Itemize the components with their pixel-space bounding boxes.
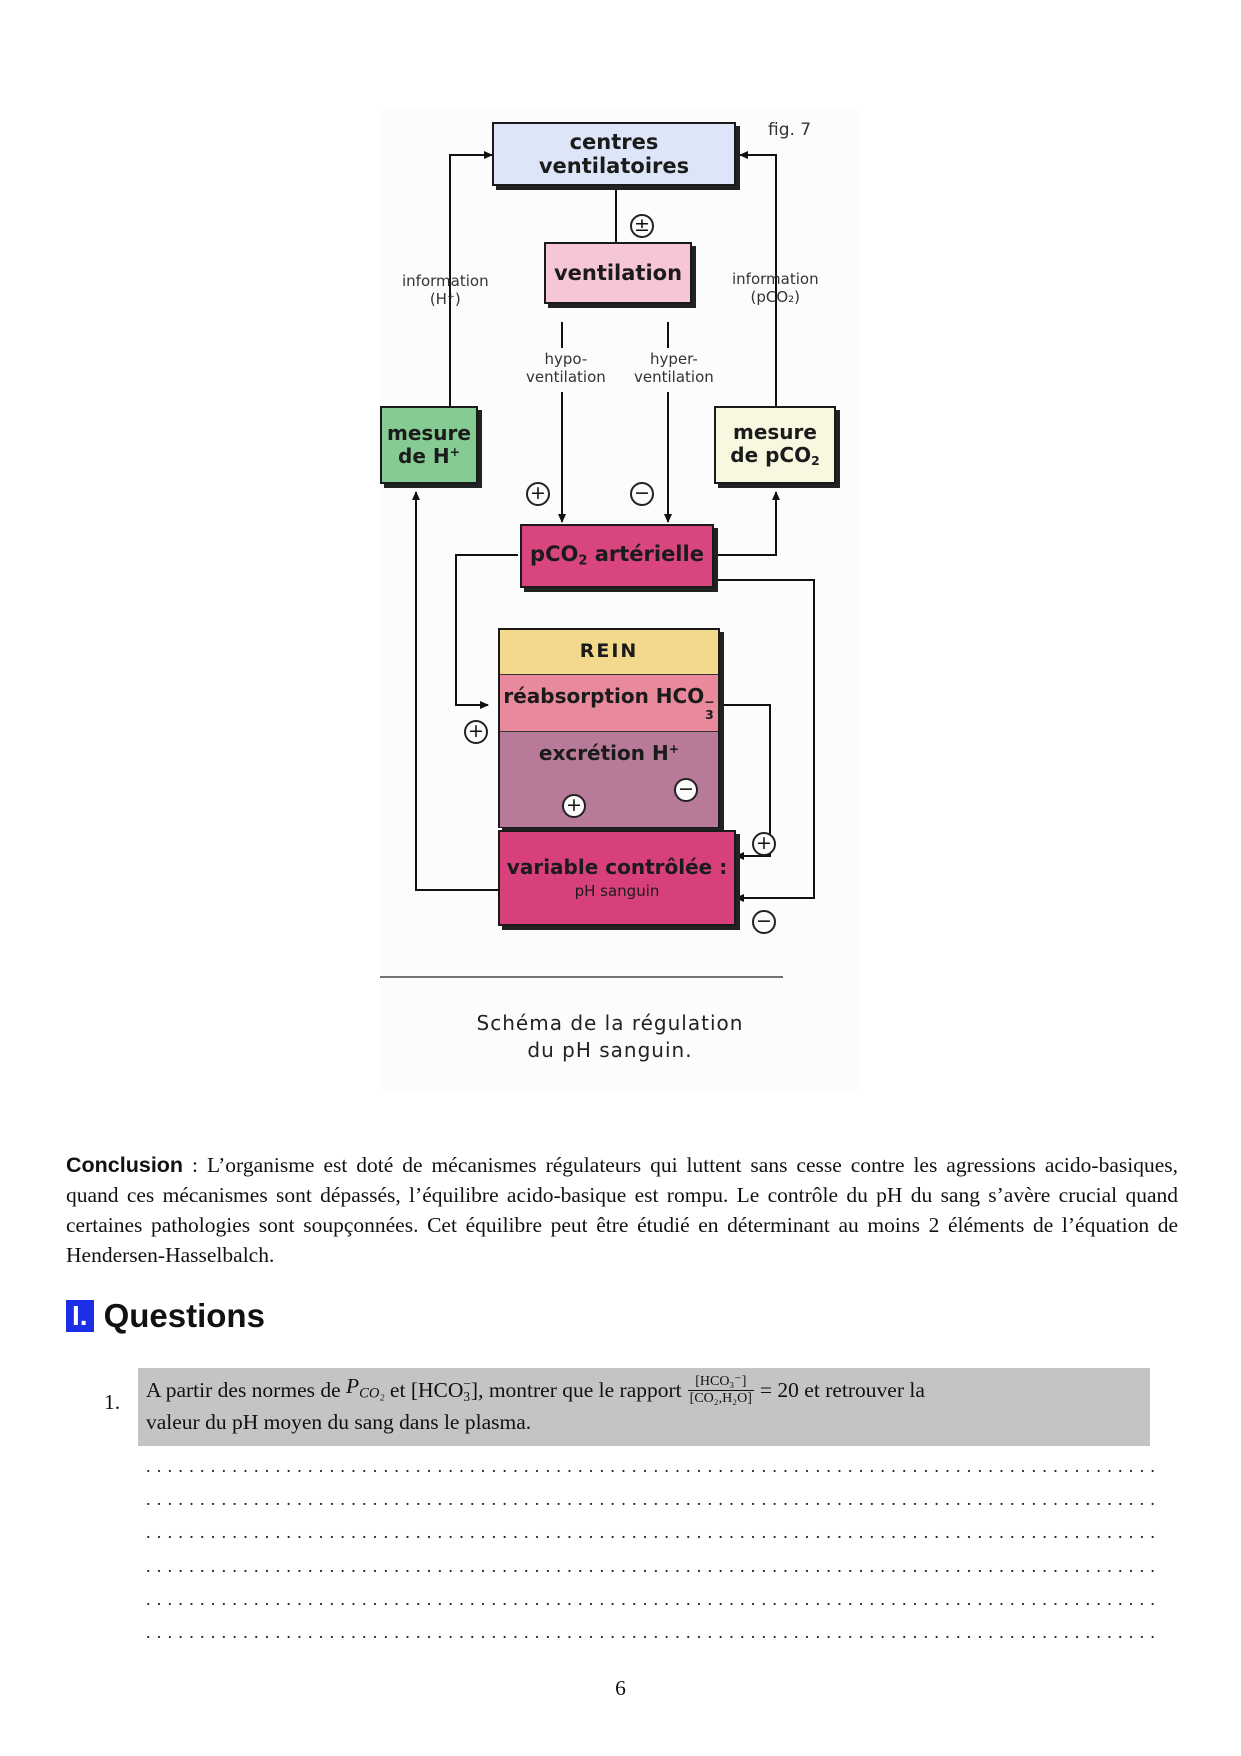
pco2-subscript: CO₂ [359, 1385, 385, 1402]
mesure-h-line1: mesure [387, 421, 471, 445]
caption-line2: du pH sanguin. [527, 1038, 693, 1062]
question-line2: valeur du pH moyen du sang dans le plasm… [146, 1410, 532, 1434]
section-number: I. [66, 1300, 94, 1332]
mesure-h-box: mesure de H+ [380, 406, 478, 484]
answer-line[interactable]: ........................................… [146, 1522, 1162, 1542]
mesure-pco2-line2: de pCO [730, 443, 812, 468]
question-box: A partir des normes de PCO₂ et [HCO−3], … [138, 1368, 1150, 1446]
section-title: Questions [103, 1297, 265, 1334]
sign-ph-rein: − [674, 778, 698, 802]
sign-pco2-rein: + [464, 720, 488, 744]
answer-line[interactable]: ........................................… [146, 1556, 1162, 1576]
answer-line[interactable]: ........................................… [146, 1622, 1162, 1642]
variable-controlee-box: variable contrôlée : pH sanguin [498, 830, 736, 926]
fraction-denominator: [CO₂,H₂O] [689, 1390, 752, 1406]
question-number: 1. [104, 1390, 121, 1414]
hypo-line2: ventilation [526, 368, 606, 386]
h-plus-sup: + [449, 444, 460, 460]
hyper-line2: ventilation [634, 368, 714, 386]
co2-sub: 2 [811, 453, 820, 469]
sign-reabsorption-ph: + [752, 832, 776, 856]
excretion-label: excrétion H [538, 741, 669, 765]
hco3-sup: − [704, 694, 715, 710]
variable-controlee-label: variable contrôlée : [506, 854, 728, 879]
information-h-line1: information [402, 272, 489, 290]
page-number: 6 [615, 1676, 626, 1700]
sign-hypoventilation: + [526, 482, 550, 506]
ph-sanguin-label: pH sanguin [574, 881, 660, 900]
conclusion-text: : L’organisme est doté de mécanismes rég… [66, 1153, 1178, 1267]
reabsorption-label: réabsorption HCO [503, 684, 705, 709]
mesure-pco2-box: mesure de pCO2 [714, 406, 836, 484]
answer-line[interactable]: ........................................… [146, 1589, 1162, 1609]
conclusion-label: Conclusion [66, 1153, 184, 1177]
hco3-sub: 3 [705, 706, 714, 722]
hco3-subscript: 3 [463, 1389, 471, 1404]
figure-caption: Schéma de la régulation du pH sanguin. [360, 1010, 860, 1064]
hco3-superscript: − [463, 1375, 471, 1391]
question-text-b: et [HCO [384, 1378, 464, 1402]
section-heading: I. Questions [66, 1296, 265, 1336]
ventilation-box: ventilation [544, 242, 692, 304]
reabsorption-row: réabsorption HCO−3 [500, 674, 718, 731]
sign-hyperventilation: − [630, 482, 654, 506]
excretion-sup: + [668, 741, 680, 757]
information-h-line2: (H⁺) [429, 290, 461, 308]
fraction-numerator: [HCO₃⁻] [687, 1374, 754, 1391]
regulation-figure: fig. 7 centres ventilatoires ventilation… [380, 110, 860, 1090]
centres-ventilatoires-box: centres ventilatoires [492, 122, 736, 186]
information-h-label: information (H⁺) [402, 272, 489, 308]
question-text-a: A partir des normes de [146, 1378, 347, 1402]
answer-line[interactable]: ........................................… [146, 1489, 1162, 1509]
question-text-c: ], montrer que le rapport [470, 1378, 682, 1402]
question-line1: A partir des normes de PCO₂ et [HCO−3], … [146, 1374, 1142, 1407]
information-pco2-line2: (pCO₂) [750, 288, 801, 306]
mesure-pco2-line1: mesure [733, 420, 817, 445]
sign-pco2-ph: − [752, 910, 776, 934]
ratio-fraction: [HCO₃⁻] [CO₂,H₂O] [687, 1374, 754, 1407]
pco2-symbol: P [346, 1374, 360, 1399]
sign-centres-ventilation: ± [630, 214, 654, 238]
hyper-line1: hyper- [650, 350, 698, 368]
information-pco2-label: information (pCO₂) [732, 270, 819, 306]
pco2-suffix: artérielle [587, 542, 704, 567]
answer-line[interactable]: ........................................… [146, 1456, 1162, 1476]
hyperventilation-label: hyper- ventilation [634, 350, 714, 386]
sign-rein-ph: + [562, 794, 586, 818]
conclusion-paragraph: Conclusion : L’organisme est doté de méc… [66, 1150, 1178, 1270]
question-text-d: = 20 et retrouver la [759, 1378, 925, 1402]
hypoventilation-label: hypo- ventilation [526, 350, 606, 386]
pco2-arterielle-box: pCO2 artérielle [520, 524, 714, 588]
pco2-sub: 2 [578, 553, 588, 569]
hypo-line1: hypo- [544, 350, 588, 368]
caption-line1: Schéma de la régulation [476, 1011, 744, 1035]
mesure-h-line2: de H [398, 444, 450, 468]
pco2-prefix: pCO [530, 542, 579, 567]
rein-header: REIN [500, 630, 718, 674]
figure-number: fig. 7 [768, 120, 812, 140]
information-pco2-line1: information [732, 270, 819, 288]
